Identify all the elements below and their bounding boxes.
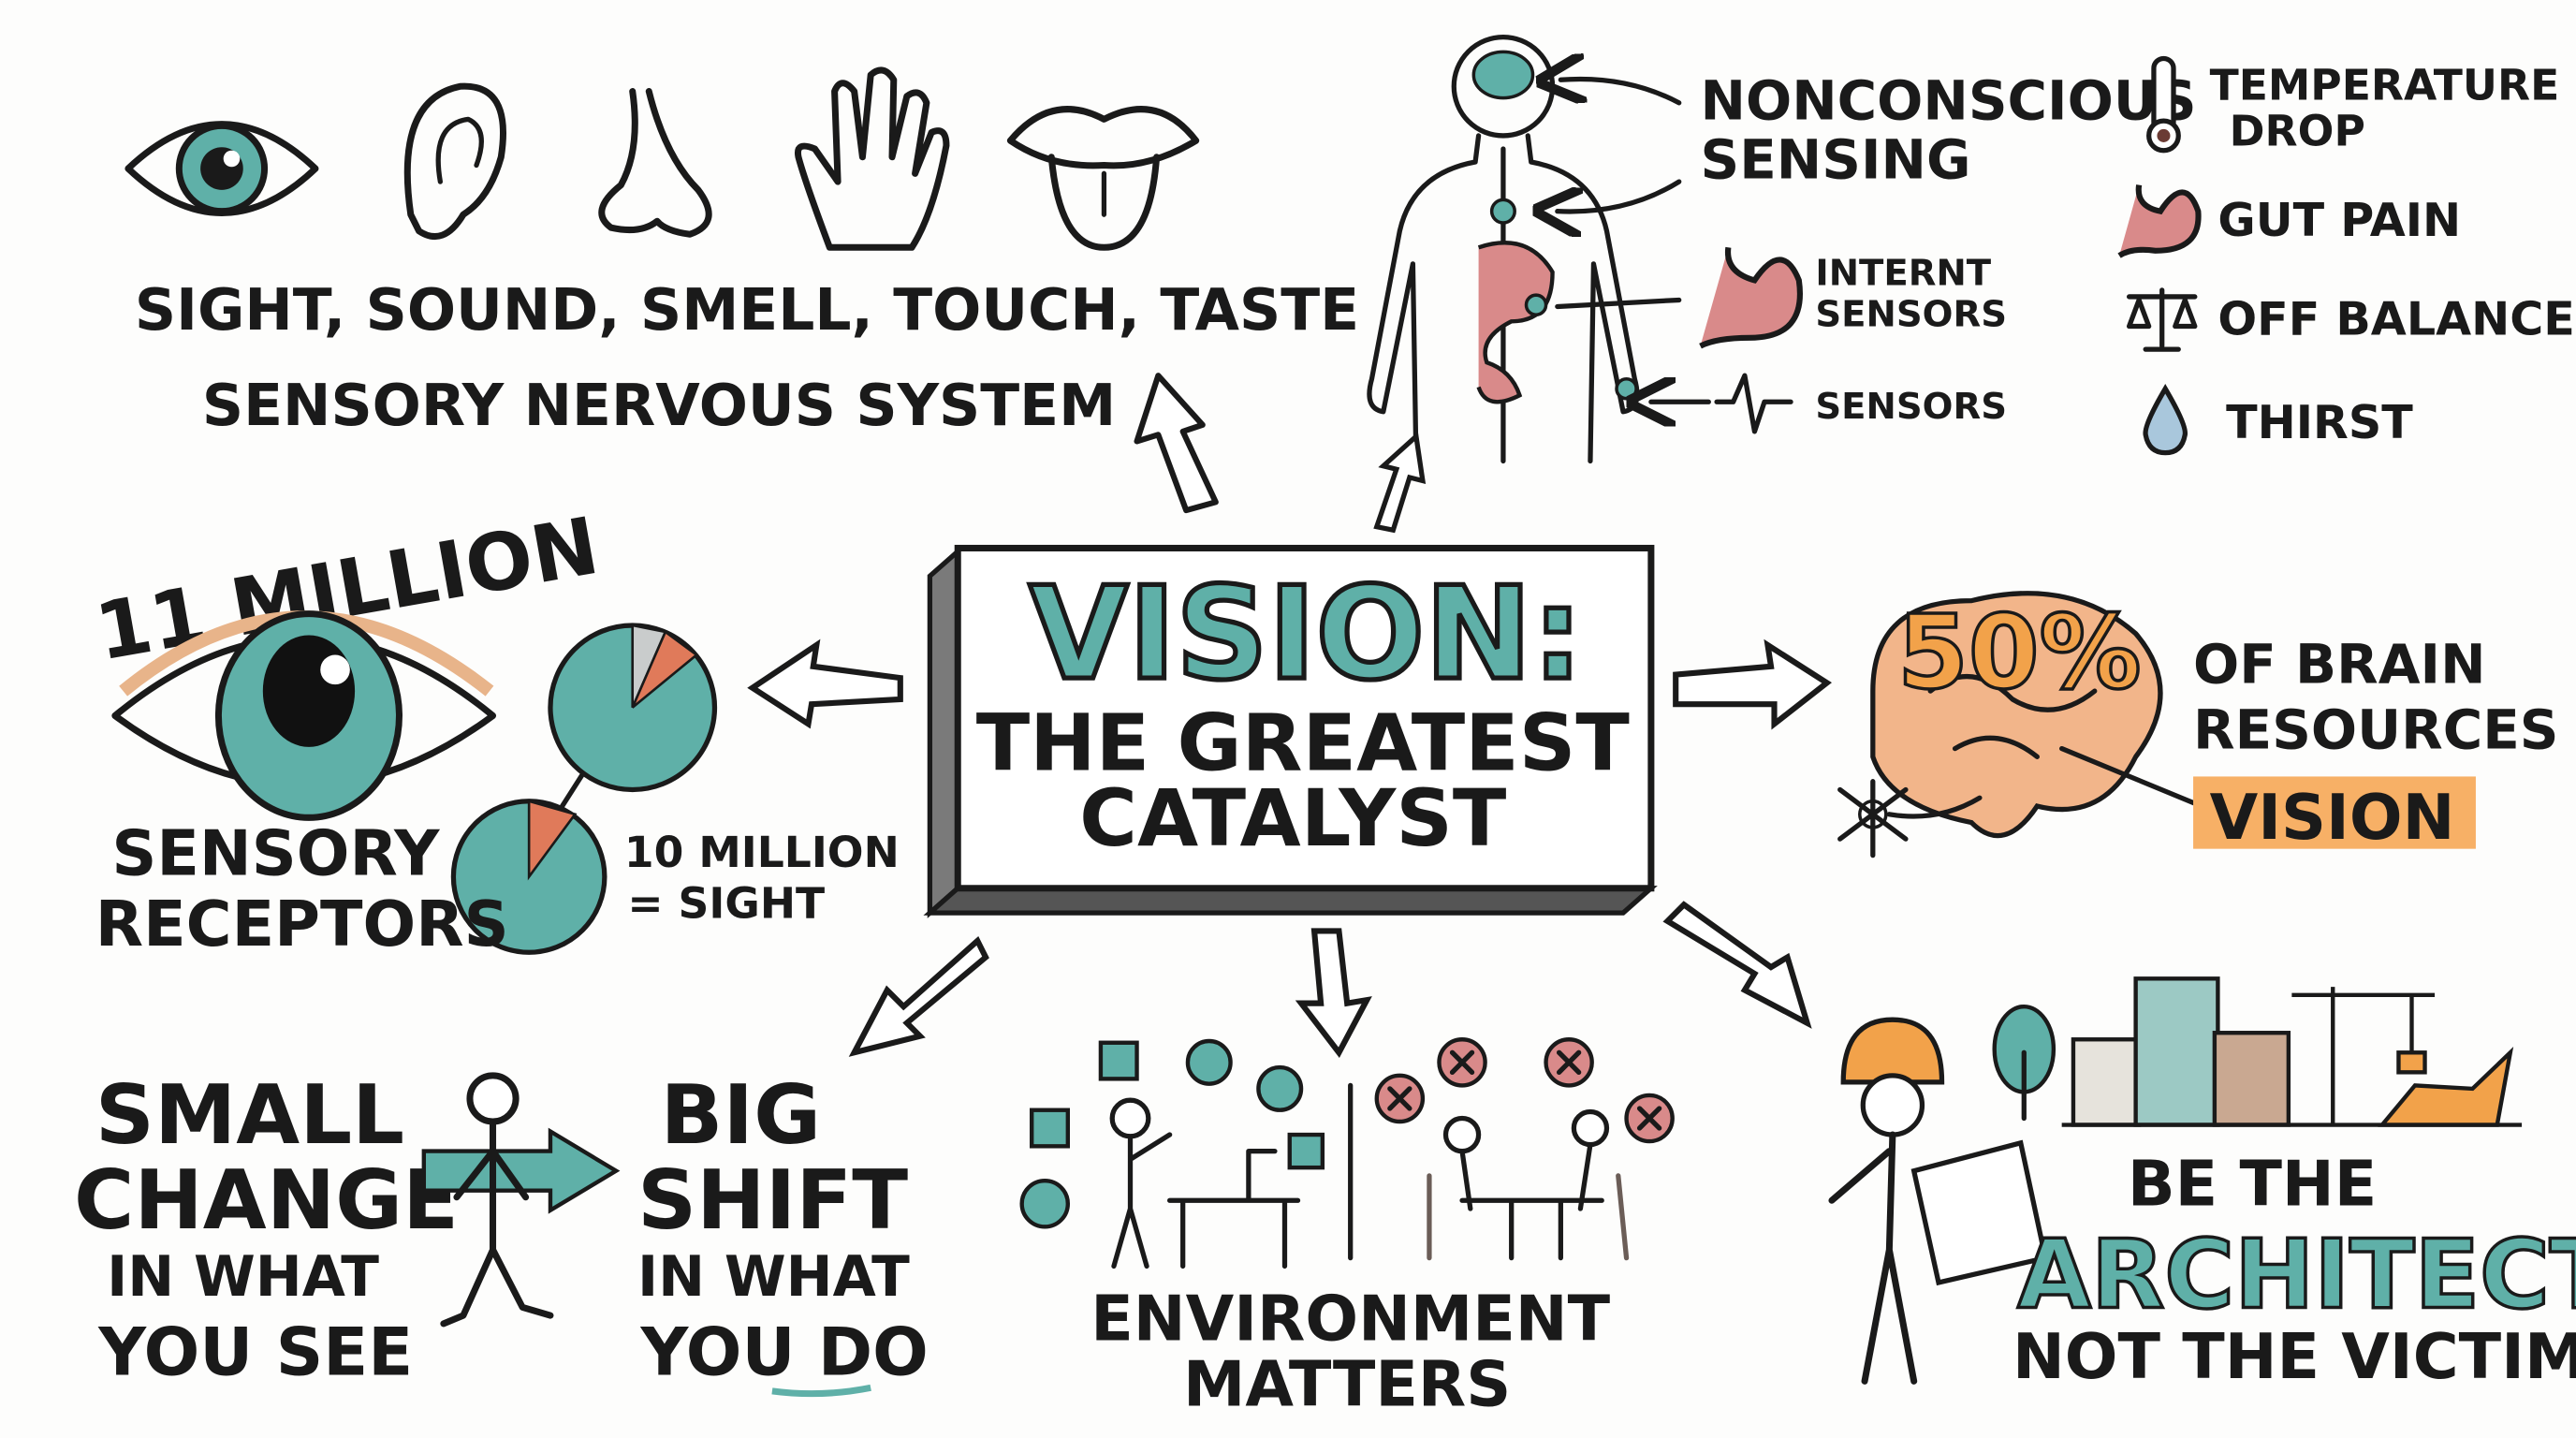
city-buildings-icon <box>2061 976 2523 1127</box>
change-label: CHANGE <box>74 1152 459 1248</box>
greatest-label: THE GREATEST <box>976 697 1630 788</box>
sensory-nervous-system-label: SENSORY NERVOUS SYSTEM <box>202 373 1116 439</box>
plus-icon <box>1185 1038 1233 1086</box>
checkbox-icon <box>1098 1040 1139 1081</box>
resources-label: RESOURCES <box>2193 698 2558 762</box>
stick-figure-walking <box>440 1072 554 1328</box>
heartbeat-icon <box>1714 373 1793 434</box>
catalyst-label: CATALYST <box>1079 772 1506 864</box>
vision-highlight <box>2193 776 2476 849</box>
tree-icon <box>1992 1004 2056 1122</box>
eye-icon <box>124 121 319 216</box>
internal-sensors-label: SENSORS <box>1815 294 2007 336</box>
equals-sight-label: = SIGHT <box>627 878 825 928</box>
thirst-label: THIRST <box>2226 395 2413 449</box>
of-brain-label: OF BRAIN <box>2193 632 2486 696</box>
large-eye-icon <box>111 610 497 821</box>
gut-pain-label: GUT PAIN <box>2217 193 2461 247</box>
arrow-down <box>1295 928 1372 1058</box>
off-balance-label: OFF BALANCE <box>2217 291 2575 345</box>
sensory-label: SENSORY <box>111 817 440 890</box>
in-what-right-label: IN WHAT <box>637 1245 910 1310</box>
body-figure <box>1367 34 1640 464</box>
nose-icon <box>598 88 712 238</box>
hand-icon <box>794 66 950 251</box>
be-the-label: BE THE <box>2128 1148 2377 1221</box>
teal-arrow <box>421 1127 621 1214</box>
senses-icons <box>124 66 1200 251</box>
sensors-label: SENSORS <box>1815 386 2007 428</box>
temperature-label: TEMPERATURE <box>2210 60 2560 110</box>
tongue-icon <box>1006 106 1200 251</box>
fifty-percent-label: 50% <box>1897 594 2141 712</box>
do-label: DO <box>818 1313 929 1390</box>
architect-figure <box>1828 1017 2049 1385</box>
arrow-to-spine <box>1558 179 1682 212</box>
check-circle-icon <box>1256 1064 1304 1112</box>
nonconscious-label: NONCONSCIOUS <box>1701 68 2197 132</box>
distracted-meeting-illustration <box>1374 1037 1675 1261</box>
do-underline <box>771 1384 871 1398</box>
arrow-left <box>747 638 903 729</box>
central-title-box <box>923 544 1658 918</box>
arrow-to-brain <box>1560 79 1682 102</box>
pie-chart-11-million <box>548 623 718 793</box>
checkbox-icon <box>1030 1108 1071 1149</box>
vision-highlight-label: VISION <box>2210 781 2455 854</box>
matters-label: MATTERS <box>1183 1348 1511 1421</box>
you-see-label: YOU SEE <box>97 1313 413 1390</box>
small-label: SMALL <box>95 1067 404 1163</box>
checkbox-icon <box>1287 1132 1325 1170</box>
stomach-icon-internal <box>1699 246 1803 349</box>
chart-icon <box>1019 1178 1071 1229</box>
ten-million-label: 10 MILLION <box>624 828 900 877</box>
you-do-label: YOU DO <box>639 1313 928 1390</box>
thermometer-icon <box>2146 55 2181 154</box>
senses-list: SIGHT, SOUND, SMELL, TOUCH, TASTE <box>135 277 1359 344</box>
not-the-victim-label: NOT THE VICTIM <box>2012 1320 2576 1393</box>
arrow-down-left <box>848 935 989 1057</box>
arrow-up-body <box>1373 431 1427 534</box>
ear-icon <box>403 82 507 241</box>
arrow-up-senses <box>1134 373 1219 514</box>
focused-workspace-illustration <box>1019 1038 1325 1269</box>
arrow-right <box>1673 638 1832 730</box>
water-drop-icon <box>2143 384 2188 456</box>
stomach-icon <box>2117 184 2202 258</box>
pie-chart-10-million <box>450 799 607 955</box>
drop-label: DROP <box>2230 106 2365 155</box>
vision-title: VISION: <box>1029 560 1583 709</box>
internal-label: INTERNT <box>1815 253 1991 295</box>
in-what-left-label: IN WHAT <box>107 1245 379 1310</box>
arrow-down-right <box>1662 901 1812 1029</box>
scale-icon <box>2126 287 2198 352</box>
architect-label: ARCHITECT <box>2017 1220 2576 1330</box>
sensing-label: SENSING <box>1701 128 1971 192</box>
big-label: BIG <box>661 1067 822 1163</box>
line-to-gut <box>1555 297 1682 310</box>
receptors-label: RECEPTORS <box>95 888 509 961</box>
you-label: YOU <box>639 1313 817 1390</box>
brain-icon <box>1837 591 2204 858</box>
shift-label: SHIFT <box>637 1152 908 1248</box>
environment-label: ENVIRONMENT <box>1090 1282 1610 1355</box>
